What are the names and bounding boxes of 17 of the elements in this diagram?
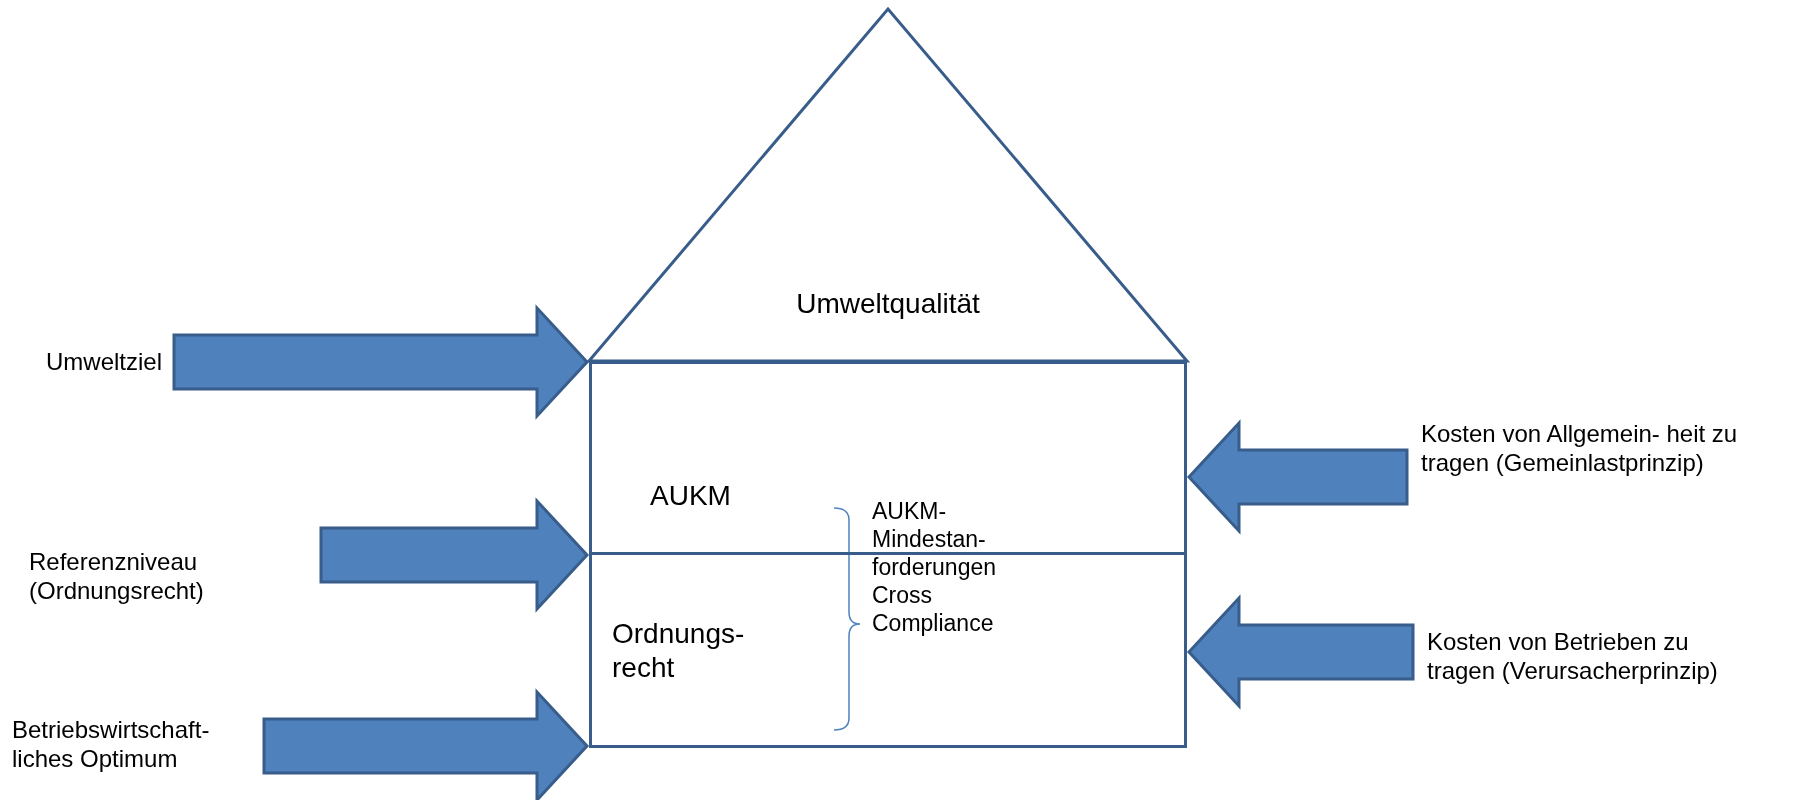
section-title: Umweltqualität [795, 287, 981, 321]
side-label: Referenzniveau (Ordnungsrecht) [29, 548, 309, 606]
block-arrow [172, 304, 590, 420]
house-section [589, 552, 1187, 748]
section-title: Ordnungs- recht [612, 617, 746, 685]
block-arrow [1186, 419, 1409, 535]
side-label: Kosten von Betrieben zu tragen (Verursacherprinzip) [1427, 628, 1757, 686]
annotation-text: AUKM- Mindestan- forderungen Cross Compliance [872, 497, 998, 637]
side-label: Kosten von Allgemein- heit zu tragen (Gemeinlastprinzip) [1421, 420, 1741, 478]
house-roof [589, 9, 1187, 361]
block-arrow [262, 688, 590, 800]
block-arrow [319, 497, 590, 613]
block-arrow [1186, 594, 1415, 710]
side-label: Betriebswirtschaft- liches Optimum [12, 716, 252, 774]
house-section [589, 361, 1187, 555]
side-label: Umweltziel [46, 348, 162, 377]
section-title: AUKM [650, 479, 732, 513]
